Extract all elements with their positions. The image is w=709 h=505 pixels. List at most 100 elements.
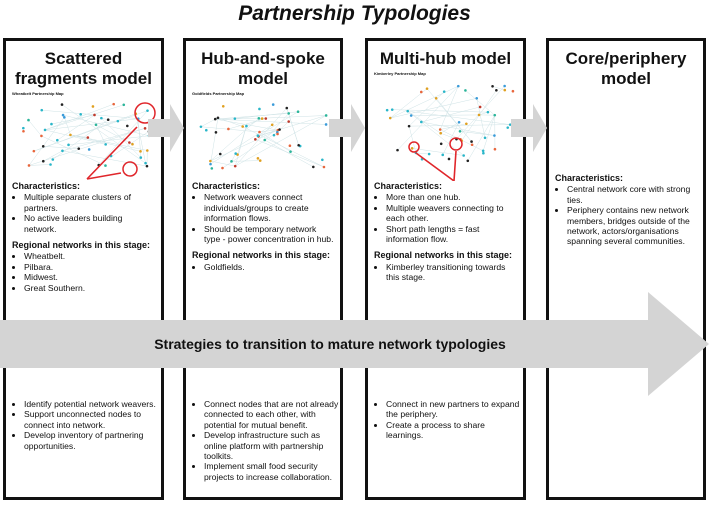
network-edge xyxy=(28,117,65,166)
column-core-periphery: Core/periphery model Characteristics: Ce… xyxy=(546,38,706,500)
characteristics-section: Characteristics: Central network core wi… xyxy=(555,173,697,247)
network-node xyxy=(483,136,487,140)
network-node xyxy=(43,128,47,132)
network-node xyxy=(146,109,149,112)
network-node xyxy=(60,103,64,106)
column-heading: Scattered fragments model xyxy=(15,49,152,88)
network-edge xyxy=(43,150,63,162)
network-node xyxy=(256,157,260,160)
network-node xyxy=(271,103,275,106)
network-edge xyxy=(43,146,79,149)
characteristics-section: Characteristics: Multiple separate clust… xyxy=(12,181,155,293)
network-node xyxy=(442,90,446,93)
column-heading: Multi-hub model xyxy=(379,49,512,68)
network-node xyxy=(139,156,143,159)
network-edge xyxy=(421,121,495,136)
network-map: Wheatbelt Partnership Map xyxy=(12,91,156,181)
network-edge xyxy=(264,113,289,141)
network-node xyxy=(93,113,96,117)
network-edge xyxy=(440,123,467,130)
network-edge xyxy=(264,139,314,168)
network-node xyxy=(79,113,82,116)
network-node xyxy=(410,147,414,150)
network-edge xyxy=(52,119,109,160)
network-node xyxy=(241,125,245,128)
network-node xyxy=(288,144,292,147)
network-edge xyxy=(273,121,289,136)
list-item: Identify potential network weavers. xyxy=(24,399,162,409)
network-edge xyxy=(95,124,133,145)
network-node xyxy=(438,128,442,131)
network-map: Kimberley Partnership Map xyxy=(374,71,517,181)
list-item: Develop inventory of partnering opportun… xyxy=(24,430,162,451)
network-edge xyxy=(33,110,148,152)
network-edge xyxy=(482,115,495,151)
network-node xyxy=(495,88,498,92)
network-node xyxy=(390,108,394,111)
strategies-list: Connect in new partners to expand the pe… xyxy=(374,398,522,441)
list-item: Periphery contains new network members, … xyxy=(567,205,697,247)
list-item: Implement small food security projects t… xyxy=(204,461,340,482)
network-edge xyxy=(210,118,259,162)
network-node xyxy=(51,158,55,161)
network-edge xyxy=(200,126,260,133)
transition-arrow xyxy=(511,104,547,152)
column-heading: Core/periphery model xyxy=(565,49,687,88)
network-node xyxy=(464,89,467,92)
network-edge xyxy=(397,85,459,151)
network-node xyxy=(462,154,465,157)
list-item: Midwest. xyxy=(24,272,155,282)
network-node xyxy=(263,138,267,142)
network-node xyxy=(322,165,326,169)
strategy-banner-text: Strategies to transition to mature netwo… xyxy=(154,336,506,352)
network-node xyxy=(104,143,107,146)
network-edge xyxy=(68,135,150,146)
network-node xyxy=(287,112,290,115)
network-node xyxy=(254,138,257,141)
list-item: Network weavers connect individuals/grou… xyxy=(204,192,334,223)
network-node xyxy=(209,159,212,163)
network-node xyxy=(475,97,479,100)
network-node xyxy=(22,126,25,130)
network-node xyxy=(69,133,72,137)
transition-arrow xyxy=(148,104,184,152)
network-edge xyxy=(222,131,278,169)
network-node xyxy=(456,84,460,88)
network-node xyxy=(425,87,429,90)
network-edge xyxy=(210,117,219,165)
network-graph xyxy=(385,84,515,181)
network-edge xyxy=(467,115,495,161)
column-hub-and-spoke: Hub-and-spoke model Goldfields Partnersh… xyxy=(183,38,343,500)
network-node xyxy=(458,130,462,133)
transition-arrow xyxy=(329,104,365,152)
network-node xyxy=(478,105,482,109)
network-node xyxy=(256,134,260,138)
network-node xyxy=(312,165,315,169)
network-node xyxy=(63,116,66,119)
network-node xyxy=(508,123,512,126)
network-node xyxy=(258,130,261,134)
network-node xyxy=(126,124,129,128)
network-node xyxy=(245,124,248,128)
list-item: Pilbara. xyxy=(24,262,155,272)
column-multi-hub: Multi-hub model Kimberley Partnership Ma… xyxy=(365,38,526,500)
network-node xyxy=(278,128,281,131)
network-node xyxy=(209,162,212,166)
network-node xyxy=(77,147,81,150)
network-edge xyxy=(442,122,460,155)
network-node xyxy=(100,116,103,120)
section-label: Regional networks in this stage: xyxy=(12,240,151,251)
network-node xyxy=(214,131,218,134)
network-node xyxy=(388,116,392,120)
network-edge xyxy=(257,111,299,136)
network-node xyxy=(297,143,300,147)
list-item: Develop infrastructure such as online pl… xyxy=(204,430,340,461)
network-node xyxy=(439,142,443,146)
pointer-arrow xyxy=(86,126,138,180)
network-node xyxy=(221,105,225,108)
network-node xyxy=(104,164,107,167)
list-item: Central network core with strong ties. xyxy=(567,184,697,205)
network-node xyxy=(257,117,261,120)
network-edge xyxy=(390,98,477,119)
network-node xyxy=(27,164,31,167)
